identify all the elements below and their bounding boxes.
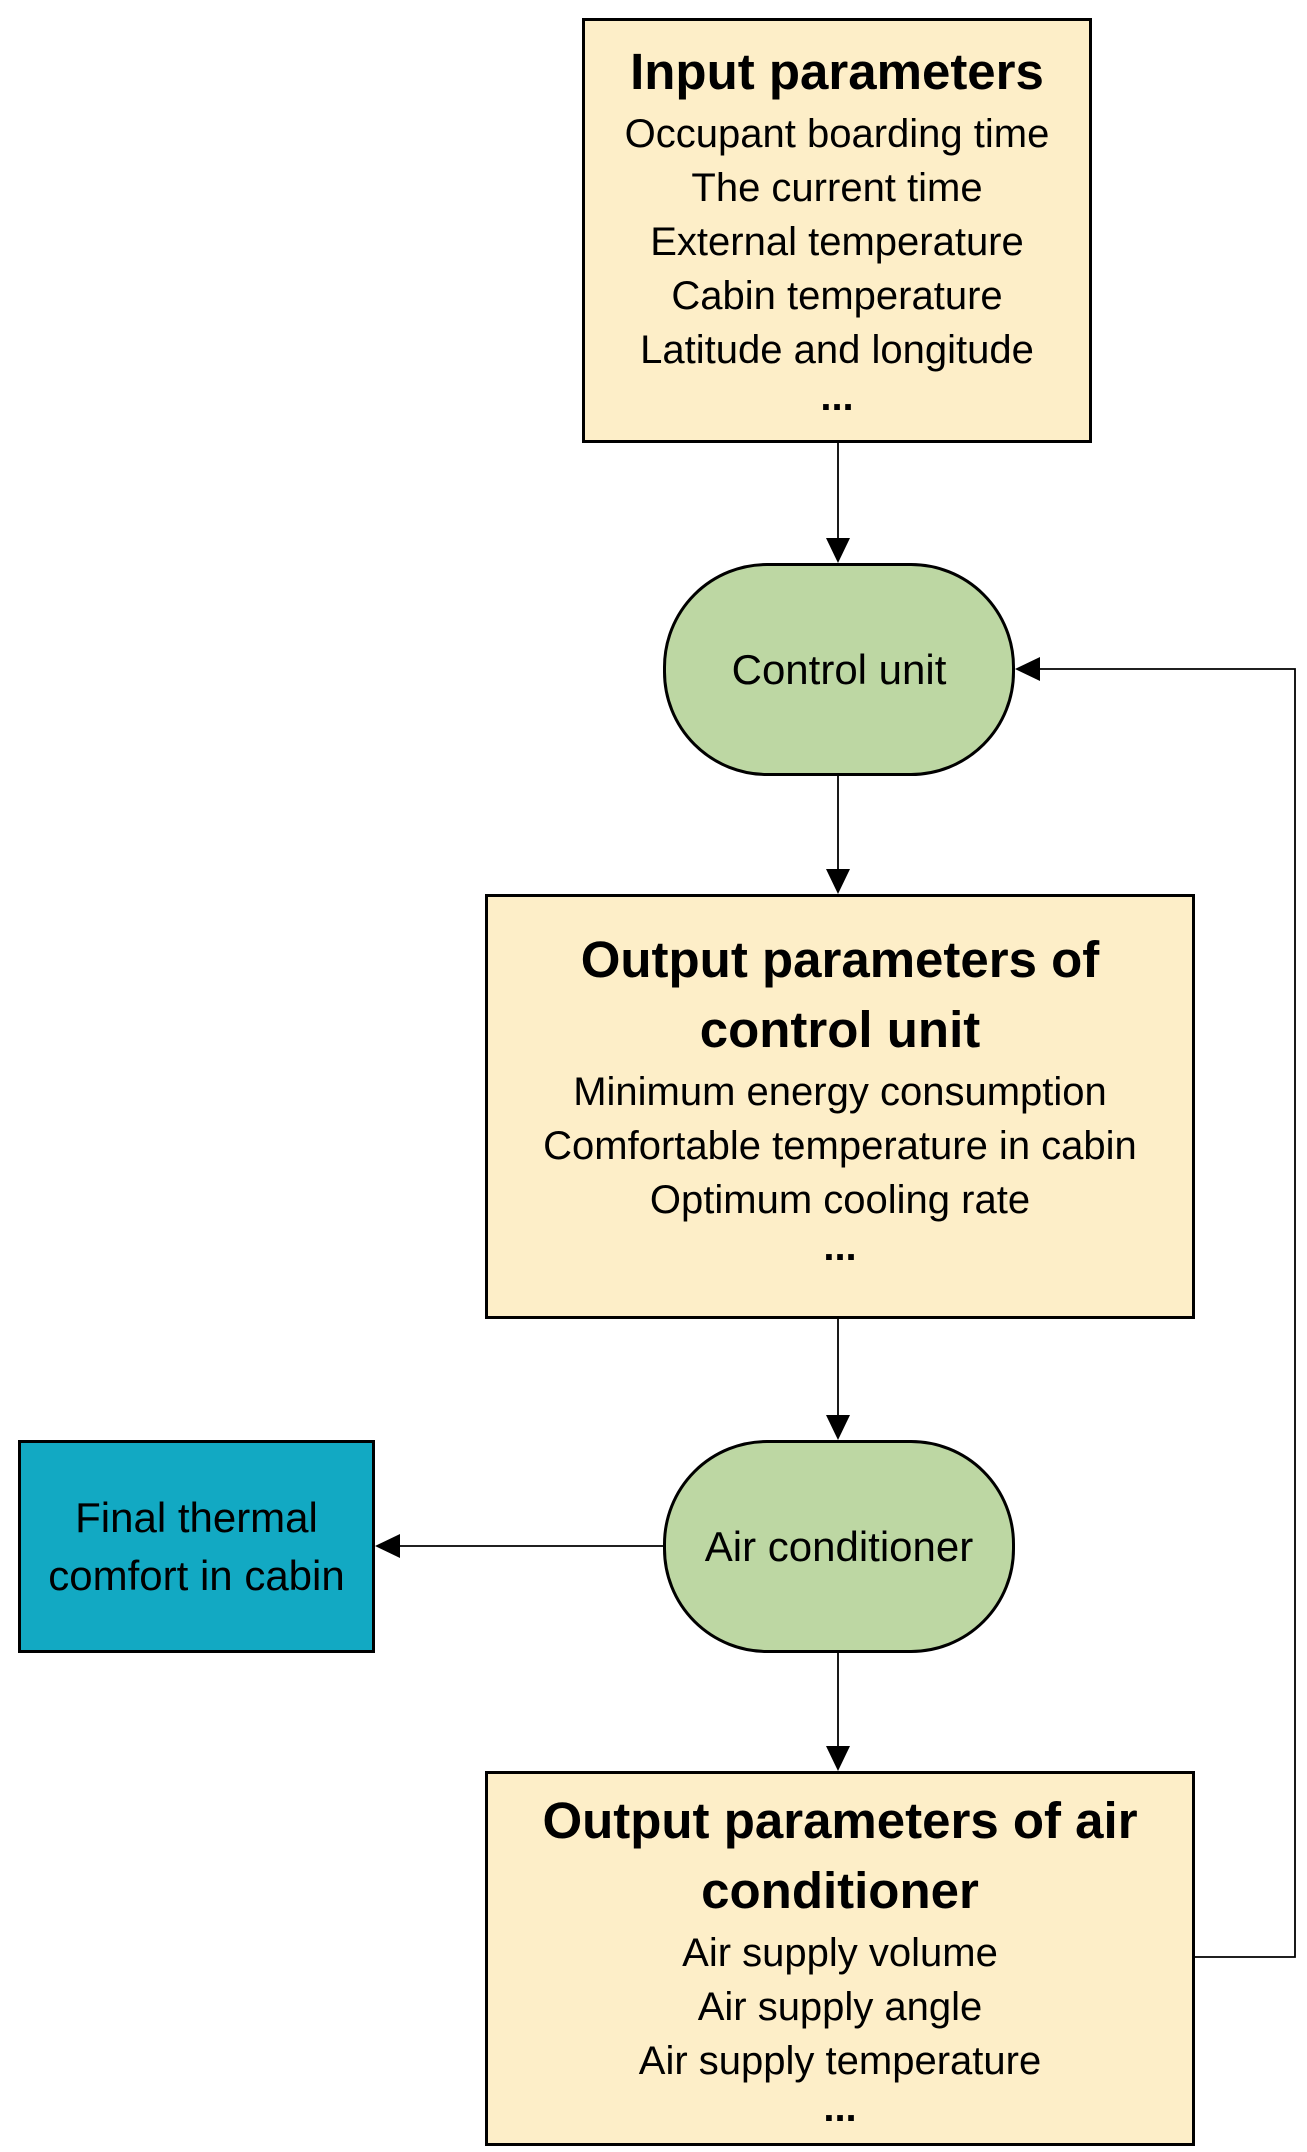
control-unit-output-box: Output parameters of control unit Minimu… [485,894,1195,1319]
control-unit-label: Control unit [731,645,947,693]
control-output-item: Minimum energy consumption [573,1070,1107,1114]
ac-output-item: Air supply volume [682,1931,998,1975]
input-parameters-title: Input parameters [630,43,1044,100]
input-parameter-item: Latitude and longitude [640,328,1034,372]
control-output-item: Comfortable temperature in cabin [543,1124,1137,1168]
input-parameters-box: Input parameters Occupant boarding time … [582,18,1092,443]
arrowhead-control-unit-to-output [826,869,850,894]
feedback-loop-line [1040,668,1296,1958]
air-conditioner-output-box: Output parameters of air conditioner Air… [485,1771,1195,2146]
arrowhead-feedback-loop [1015,657,1040,681]
arrowhead-air-conditioner-to-output [826,1746,850,1771]
control-output-item: Optimum cooling rate [649,1178,1031,1222]
final-thermal-comfort-box: Final thermal comfort in cabin [18,1440,375,1653]
ac-output-title-line2: conditioner [701,1862,979,1919]
input-parameter-item: Occupant boarding time [624,112,1050,156]
final-thermal-comfort-label: Final thermal comfort in cabin [48,1493,345,1599]
control-output-title-line2: control unit [699,1001,981,1058]
arrowhead-input-to-control-unit [826,538,850,563]
control-unit-node: Control unit [663,563,1015,776]
arrowhead-air-conditioner-to-final [375,1534,400,1558]
ac-output-title-line1: Output parameters of air [542,1792,1138,1849]
input-parameter-item: Cabin temperature [671,274,1003,318]
arrowhead-control-output-to-air-conditioner [826,1415,850,1440]
control-output-ellipsis: ... [823,1225,857,1269]
ac-output-ellipsis: ... [823,2086,857,2130]
air-conditioner-node: Air conditioner [663,1440,1015,1653]
input-parameter-item: External temperature [650,220,1024,264]
ac-output-item: Air supply angle [697,1985,983,2029]
input-parameters-ellipsis: ... [820,375,854,419]
control-output-title-line1: Output parameters of [580,931,1100,988]
air-conditioner-label: Air conditioner [704,1522,974,1570]
ac-output-item: Air supply temperature [638,2039,1042,2083]
input-parameter-item: The current time [691,166,983,210]
